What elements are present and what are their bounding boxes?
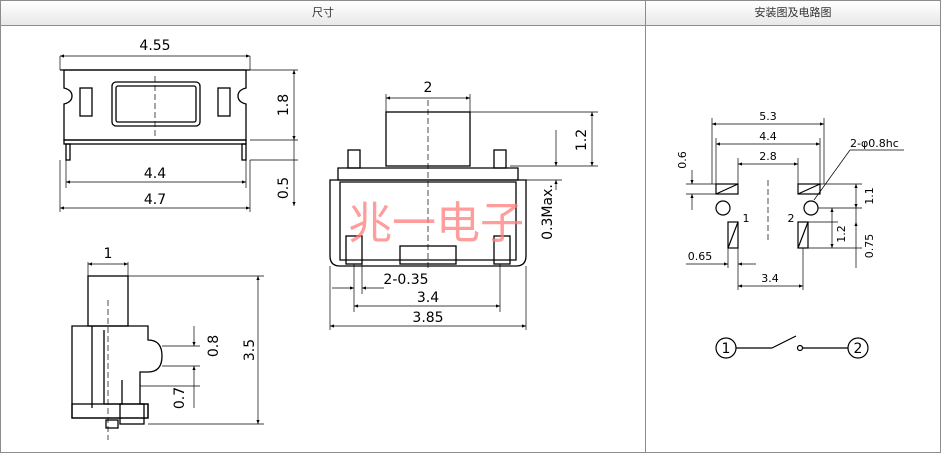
top-base-width-label: 4.7 — [144, 192, 166, 208]
side-lead-offset-label: 0.7 — [172, 387, 188, 409]
install-header: 安装图及电路图 — [754, 6, 832, 19]
dimensions-header: 尺寸 — [312, 6, 334, 19]
front-lead-max-label: 0.3Max. — [540, 184, 556, 240]
top-view-drawing — [59, 54, 298, 212]
side-slot-height-label: 0.8 — [206, 335, 222, 357]
front-actuator-height-label: 1.2 — [574, 129, 590, 151]
footprint-drawing — [686, 118, 904, 290]
watermark-text: 兆一电子 — [348, 198, 524, 249]
table-header: 尺寸 安装图及电路图 — [1, 1, 940, 26]
circuit-node-2-label: 2 — [854, 341, 863, 357]
fp-pad-length-label: 0.75 — [863, 234, 876, 259]
top-height-label: 1.8 — [276, 94, 292, 116]
fp-pin2-label: 2 — [788, 212, 795, 225]
fp-outer-span-label: 5.3 — [759, 110, 777, 123]
top-overall-width-label: 4.55 — [139, 38, 170, 54]
side-total-height-label: 3.5 — [242, 339, 258, 361]
fp-pad-height-label: 0.6 — [676, 151, 689, 169]
switch-circuit-symbol — [715, 335, 869, 359]
fp-hole-label: 2-φ0.8hc — [850, 137, 899, 150]
fp-mid-span-label: 4.4 — [759, 130, 777, 143]
front-lead-width-label: 2-0.35 — [383, 272, 428, 288]
front-lead-pitch-label: 3.4 — [417, 290, 439, 306]
fp-pad-to-hole-label: 1.1 — [863, 187, 876, 205]
top-inner-width-label: 4.4 — [144, 166, 166, 182]
side-thickness-label: 1 — [104, 246, 113, 262]
circuit-node-1-label: 1 — [722, 341, 731, 357]
top-lead-height-label: 0.5 — [276, 177, 292, 199]
fp-pitch-label: 3.4 — [761, 272, 779, 285]
fp-row-offset-label: 1.2 — [835, 225, 848, 243]
fp-pin1-label: 1 — [743, 212, 750, 225]
fp-inner-span-label: 2.8 — [759, 150, 777, 163]
side-view-drawing — [71, 262, 264, 440]
front-actuator-width-label: 2 — [424, 80, 433, 96]
fp-pad-width-label: 0.65 — [688, 250, 713, 263]
front-body-width-label: 3.85 — [412, 310, 443, 326]
front-view-drawing — [329, 94, 598, 330]
column-divider — [645, 1, 646, 453]
